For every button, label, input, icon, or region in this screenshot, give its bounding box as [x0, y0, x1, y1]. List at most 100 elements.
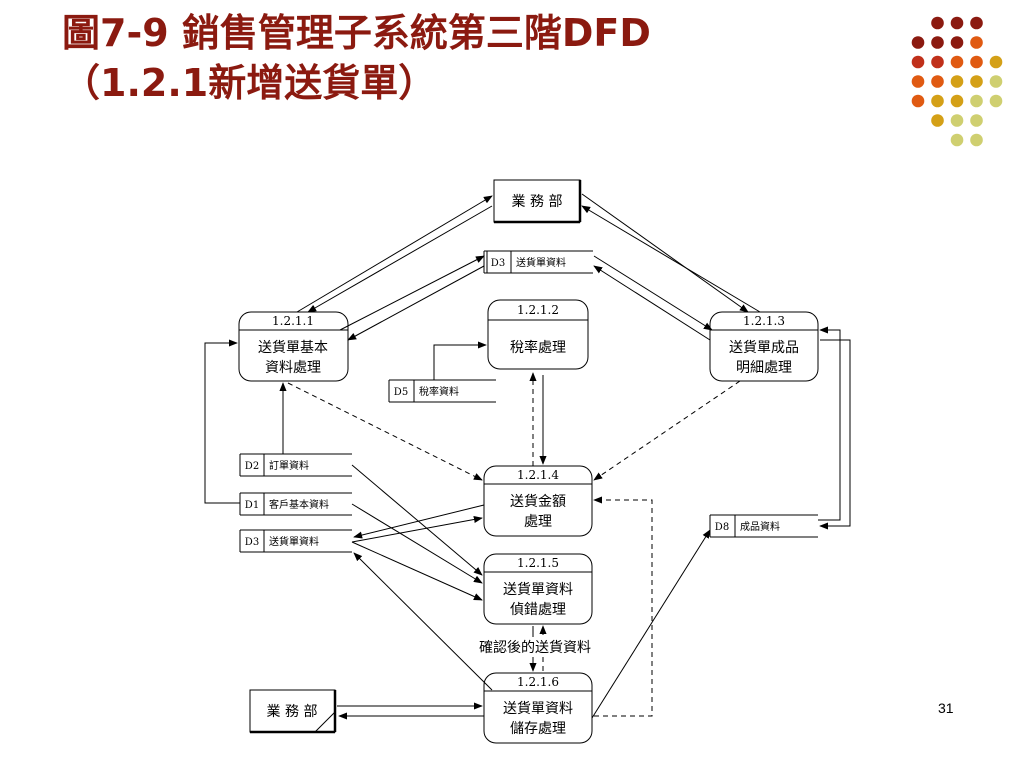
decorative-dot: [950, 75, 964, 88]
control-p6-to-p4: [593, 496, 653, 717]
entity-label: 業 務 部: [267, 704, 318, 720]
store-name: 稅率資料: [419, 385, 459, 398]
decorative-dot-grid: [911, 16, 1003, 147]
slide-title: 圖7-9 銷售管理子系統第三階DFD （1.2.1新增送貨單）: [62, 8, 651, 108]
process-name-line2: 資料處理: [265, 360, 321, 376]
data-flows: [204, 193, 851, 720]
flow-p6-to-d8: [591, 529, 711, 719]
store-name: 訂單資料: [269, 459, 309, 472]
decorative-dot: [970, 75, 983, 88]
process-name-line2: 處理: [524, 514, 552, 530]
flow-p3-to-sales: [581, 205, 761, 313]
process-id: 1.2.1.1: [272, 314, 314, 328]
flow-label-bg: [460, 637, 610, 657]
flow-p3-to-d3: [593, 265, 711, 341]
flow-p3-to-d8: [819, 339, 851, 530]
process-1-2-1-2: 1.2.1.2 稅率處理: [487, 299, 589, 370]
data-store-d3-bottom: D3 送貨單資料: [239, 529, 352, 553]
process-name-line1: 送貨單成品: [729, 339, 799, 356]
store-name: 送貨單資料: [269, 535, 319, 548]
process-id: 1.2.1.3: [743, 314, 785, 328]
flow-sales-to-p3: [581, 193, 749, 313]
decorative-dot: [970, 114, 983, 127]
store-id: D8: [715, 522, 729, 533]
decorative-dot: [989, 75, 1003, 88]
flow-p1-to-sales: [296, 195, 493, 313]
decorative-dot: [970, 133, 983, 147]
title-line-2: （1.2.1新增送貨單）: [62, 61, 437, 105]
process-1-2-1-4: 1.2.1.4 送貨金額 處理: [483, 465, 593, 537]
process-1-2-1-1: 1.2.1.1 送貨單基本 資料處理: [238, 311, 349, 382]
store-id: D3: [245, 537, 259, 548]
store-name: 送貨單資料: [516, 256, 566, 269]
flow-p4-to-d3b: [353, 504, 485, 539]
decorative-dot: [950, 16, 964, 30]
decorative-dot: [911, 94, 925, 108]
decorative-dot: [950, 94, 964, 108]
store-id: D2: [245, 461, 259, 472]
flow-d5-to-p2: [433, 341, 487, 380]
store-name: 客戶基本資料: [269, 498, 329, 511]
decorative-dot: [931, 94, 944, 108]
decorative-dot: [931, 55, 944, 69]
flow-d3b-to-p4: [351, 515, 483, 543]
process-name-line2: 明細處理: [736, 360, 792, 376]
store-id: D5: [394, 387, 408, 398]
process-1-2-1-6: 1.2.1.6 送貨單資料 儲存處理: [483, 672, 593, 744]
flow-d3-to-p1: [347, 265, 485, 341]
flow-p1-to-d3: [339, 255, 485, 331]
store-name: 成品資料: [740, 520, 780, 533]
process-name-line2: 偵錯處理: [510, 602, 566, 618]
decorative-dot: [970, 94, 983, 108]
store-id: D3: [491, 258, 505, 269]
data-store-d1: D1 客戶基本資料: [239, 492, 352, 516]
decorative-dot: [931, 114, 944, 127]
store-id: D1: [245, 500, 259, 511]
decorative-dot: [950, 36, 964, 49]
control-p3-to-p4: [593, 380, 741, 481]
flow-label-confirmed: 確認後的送貨資料: [479, 639, 591, 656]
process-id: 1.2.1.2: [517, 303, 559, 317]
decorative-dot: [989, 55, 1003, 69]
process-1-2-1-5: 1.2.1.5 送貨單資料 偵錯處理: [483, 553, 593, 625]
decorative-dot: [989, 94, 1003, 108]
control-flows: [287, 372, 741, 717]
flow-d2-to-p5: [351, 464, 483, 576]
data-store-d2: D2 訂單資料: [239, 453, 352, 477]
decorative-dot: [911, 55, 925, 69]
decorative-dot: [931, 36, 944, 49]
page-number: 31: [938, 700, 954, 716]
decorative-dot: [970, 36, 983, 49]
flow-d1-to-p5: [351, 503, 483, 584]
decorative-dot: [931, 16, 944, 30]
decorative-dot: [911, 75, 925, 88]
data-store-d3-top: D3 送貨單資料: [483, 250, 593, 274]
process-id: 1.2.1.6: [517, 675, 559, 689]
data-store-d8: D8 成品資料: [709, 514, 818, 538]
flow-sales-to-p1: [307, 205, 493, 313]
data-store-d5: D5 稅率資料: [388, 379, 496, 403]
flow-d1-to-p1: [204, 339, 240, 504]
flow-d3b-to-p5: [351, 541, 483, 601]
decorative-dot: [970, 16, 983, 30]
decorative-dot: [970, 55, 983, 69]
process-name-line2: 儲存處理: [510, 721, 566, 737]
control-p1-to-p4: [287, 382, 483, 481]
flow-p6-to-d3b: [353, 552, 493, 691]
decorative-dot: [911, 36, 925, 49]
process-name-line1: 送貨單資料: [503, 581, 573, 598]
process-name-line1: 稅率處理: [510, 339, 566, 356]
external-entity-sales-top: 業 務 部: [493, 179, 582, 224]
process-name-line1: 送貨單資料: [503, 700, 573, 717]
process-name-line1: 送貨金額: [510, 493, 566, 510]
decorative-dot: [950, 114, 964, 127]
decorative-dot: [950, 133, 964, 147]
process-name-line1: 送貨單基本: [258, 339, 328, 356]
flow-d8-to-p3: [818, 326, 841, 521]
decorative-dot: [950, 55, 964, 69]
external-entity-sales-bottom: 業 務 部: [249, 689, 337, 734]
decorative-dot: [931, 75, 944, 88]
entity-label: 業 務 部: [512, 194, 563, 210]
title-line-1: 圖7-9 銷售管理子系統第三階DFD: [62, 11, 651, 55]
